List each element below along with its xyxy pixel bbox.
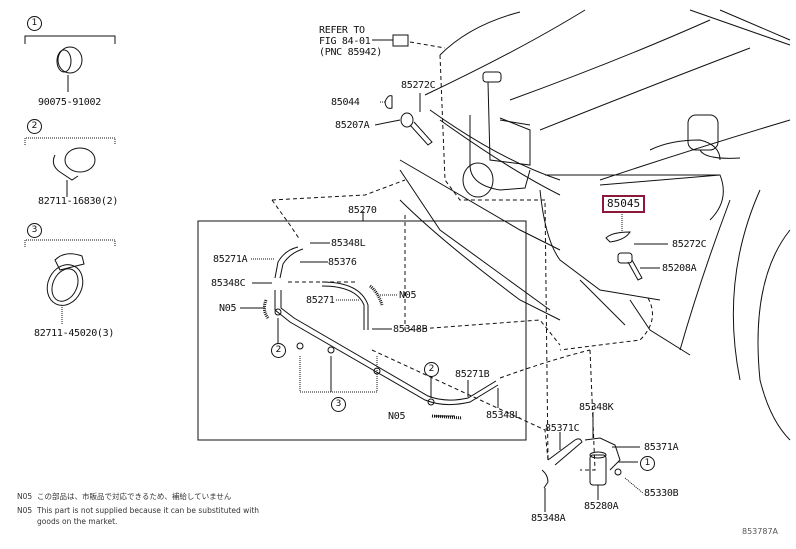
hose-main [274, 290, 499, 406]
part-label-82711-45020[interactable]: 82711-45020(3) [34, 328, 115, 339]
part-label-N05-bottom[interactable]: N05 [388, 411, 406, 422]
kit-index-3: 3 [27, 223, 42, 238]
part-label-85207A[interactable]: 85207A [335, 120, 370, 131]
nozzle-85207A [400, 112, 433, 146]
reference-line-2[interactable]: FIG 84-01 [319, 36, 371, 47]
hose-85271 [321, 281, 369, 330]
connector-ref [372, 34, 446, 49]
kit-1-bracket [24, 35, 116, 92]
pump-85280A [541, 437, 622, 489]
callout-2-left: 2 [271, 343, 286, 358]
part-label-85348L-bottom[interactable]: 85348L [486, 410, 521, 421]
washer-reservoir [462, 71, 531, 198]
part-label-85348C[interactable]: 85348C [211, 278, 246, 289]
part-label-85271B[interactable]: 85271B [455, 369, 490, 380]
reference-line-1: REFER TO [319, 25, 365, 36]
kit-3-bracket [24, 239, 116, 325]
part-label-85348B[interactable]: 85348B [393, 324, 428, 335]
part-label-85208A[interactable]: 85208A [662, 263, 697, 274]
part-label-85348L-top[interactable]: 85348L [331, 238, 366, 249]
part-label-85272C-top[interactable]: 85272C [401, 80, 436, 91]
part-label-85371C[interactable]: 85371C [545, 423, 580, 434]
nozzle-85208A [605, 210, 643, 281]
vehicle-body-outline [399, 9, 791, 441]
callout-2-right: 2 [424, 362, 439, 377]
footnote-en-code: N05 [17, 506, 33, 515]
n05-sleeves [262, 284, 463, 420]
part-label-85371A[interactable]: 85371A [644, 442, 679, 453]
part-label-N05-left[interactable]: N05 [219, 303, 237, 314]
kit-index-1: 1 [27, 16, 42, 31]
footnote-en-line-2: goods on the market. [37, 517, 118, 526]
part-label-85348A[interactable]: 85348A [531, 513, 566, 524]
cover-85044 [384, 95, 393, 109]
clips-3 [274, 308, 435, 406]
group-label-85270[interactable]: 85270 [348, 205, 377, 216]
part-label-85271[interactable]: 85271 [306, 295, 335, 306]
kit-2-bracket [24, 137, 116, 197]
figure-id: 853787A [742, 527, 779, 536]
footnote-jp-code: N05 [17, 492, 33, 501]
part-label-N05-mid[interactable]: N05 [399, 290, 417, 301]
part-label-85376[interactable]: 85376 [328, 257, 357, 268]
footnote-jp-text: この部品は、市販品で対応できるため、補給していません [37, 492, 232, 501]
part-label-85348K[interactable]: 85348K [579, 402, 614, 413]
part-label-85271A[interactable]: 85271A [213, 254, 248, 265]
footnote-en-line-1: This part is not supplied because it can… [37, 506, 260, 515]
part-label-90075-91002[interactable]: 90075-91002 [38, 97, 101, 108]
part-label-85330B[interactable]: 85330B [644, 488, 679, 499]
callout-1-pump: 1 [640, 456, 655, 471]
callout-3: 3 [331, 397, 346, 412]
part-label-85044[interactable]: 85044 [331, 97, 360, 108]
leader-lines [240, 93, 668, 512]
kit-index-2: 2 [27, 119, 42, 134]
part-label-85280A[interactable]: 85280A [584, 501, 619, 512]
reference-line-3: (PNC 85942) [319, 47, 382, 58]
part-label-85272C-right[interactable]: 85272C [672, 239, 707, 250]
part-label-82711-16830[interactable]: 82711-16830(2) [38, 196, 119, 207]
hose-85271A [274, 246, 304, 279]
highlighted-part-85045[interactable]: 85045 [602, 195, 646, 213]
